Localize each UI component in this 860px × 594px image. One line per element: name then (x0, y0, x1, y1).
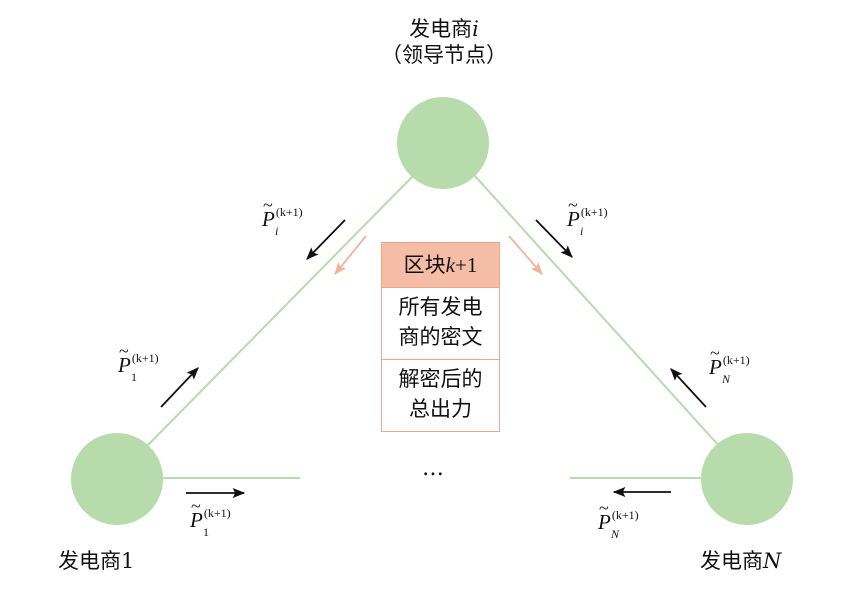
arrow-genN-to-leader (670, 368, 707, 408)
arrow-leader-to-gen1 (306, 219, 346, 260)
message-label-genN-up: PN(k+1) (709, 344, 750, 385)
genN-node (701, 433, 793, 525)
message-label-gen1-up: P1(k+1) (118, 342, 159, 383)
edge-leader-to-gen1 (145, 175, 414, 448)
leader-role: （领导节点） (381, 43, 507, 67)
message-label-gen1-horizontal: P1(k+1) (190, 497, 231, 538)
arrow-gen1-to-leader (160, 367, 199, 408)
message-label-leader-right: Pi(k+1) (567, 196, 608, 237)
more-generators-ellipsis: … (422, 456, 445, 481)
block-total-output-cell: 解密后的 总出力 (398, 367, 483, 421)
block-arrow-left (334, 235, 367, 275)
gen1-node (71, 433, 163, 525)
leader-title: 发电商i (409, 17, 479, 41)
message-label-leader-left: Pi(k+1) (262, 196, 303, 237)
block-title: 区块k+1 (382, 243, 499, 288)
message-label-genN-horizontal: PN(k+1) (598, 499, 639, 540)
gen1-node-label: 发电商1 (58, 549, 135, 573)
block-box: 区块k+1 所有发电 商的密文 解密后的 总出力 (381, 242, 500, 432)
block-arrow-right (508, 235, 543, 275)
leader-node (397, 97, 489, 189)
arrow-leader-to-genN (535, 219, 573, 258)
block-ciphertexts-cell: 所有发电 商的密文 (382, 288, 499, 360)
leader-node-label: 发电商i （领导节点） (380, 16, 508, 68)
genN-node-label: 发电商N (700, 549, 782, 573)
edge-leader-to-genN (474, 175, 721, 448)
